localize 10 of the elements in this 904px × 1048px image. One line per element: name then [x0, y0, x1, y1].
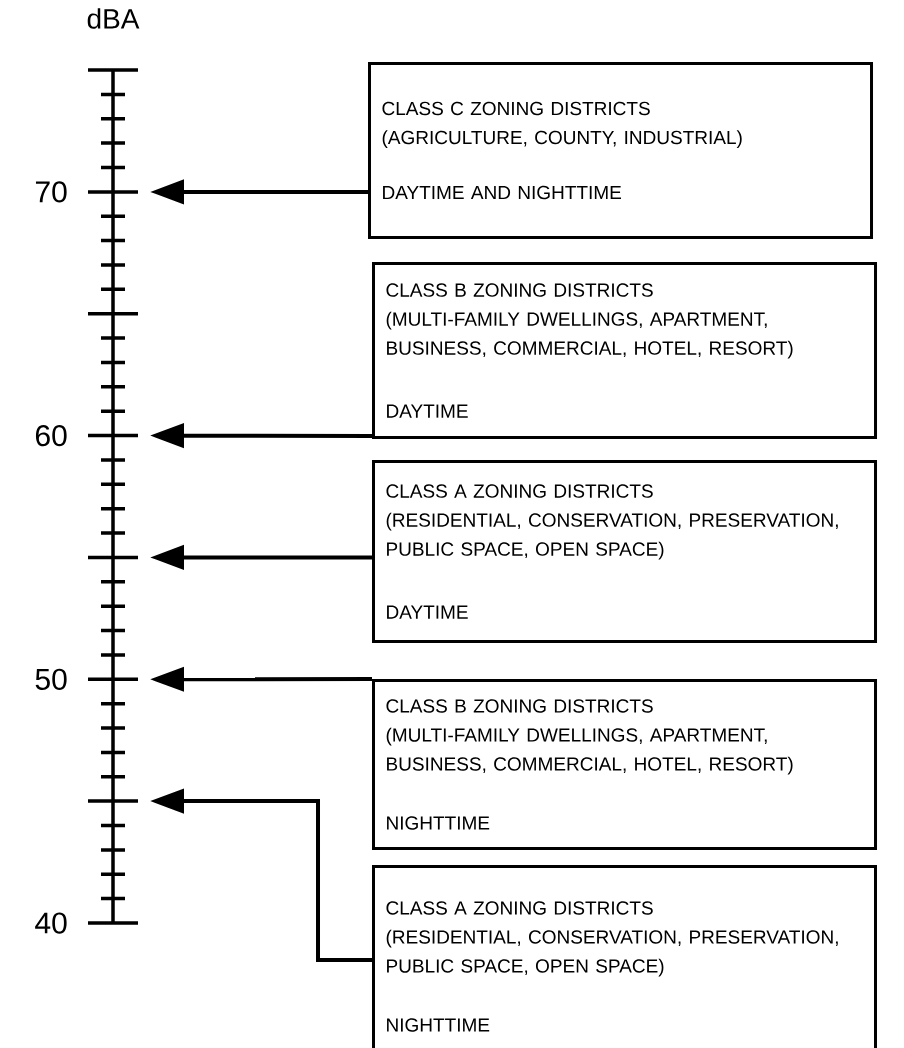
zone-box: CLASS B ZONING DISTRICTS (MULTI-FAMILY DWELLINGS, APARTMENT, BUSINESS, COMMERCIAL, HOTEL, RESORT) NIGHTTIME [372, 679, 877, 850]
scale-value: 40 [35, 912, 67, 934]
zone-box: CLASS A ZONING DISTRICTS (RESIDENTIAL, CONSERVATION, PRESERVATION, PUBLIC SPACE, OPEN SPACE) NIGHTTIME [372, 865, 877, 1048]
scale-value: 70 [35, 181, 67, 203]
zone-box: CLASS A ZONING DISTRICTS (RESIDENTIAL, CONSERVATION, PRESERVATION, PUBLIC SPACE, OPEN SPACE) DAYTIME [372, 460, 877, 643]
unit-label: dBA [87, 8, 140, 29]
scale-value: 50 [35, 668, 67, 690]
zone-box: CLASS C ZONING DISTRICTS (AGRICULTURE, COUNTY, INDUSTRIAL) DAYTIME AND NIGHTTIME [368, 62, 873, 239]
zone-box: CLASS B ZONING DISTRICTS (MULTI-FAMILY DWELLINGS, APARTMENT, BUSINESS, COMMERCIAL, HOTEL, RESORT) DAYTIME [372, 262, 877, 439]
scale-value: 60 [35, 425, 67, 447]
